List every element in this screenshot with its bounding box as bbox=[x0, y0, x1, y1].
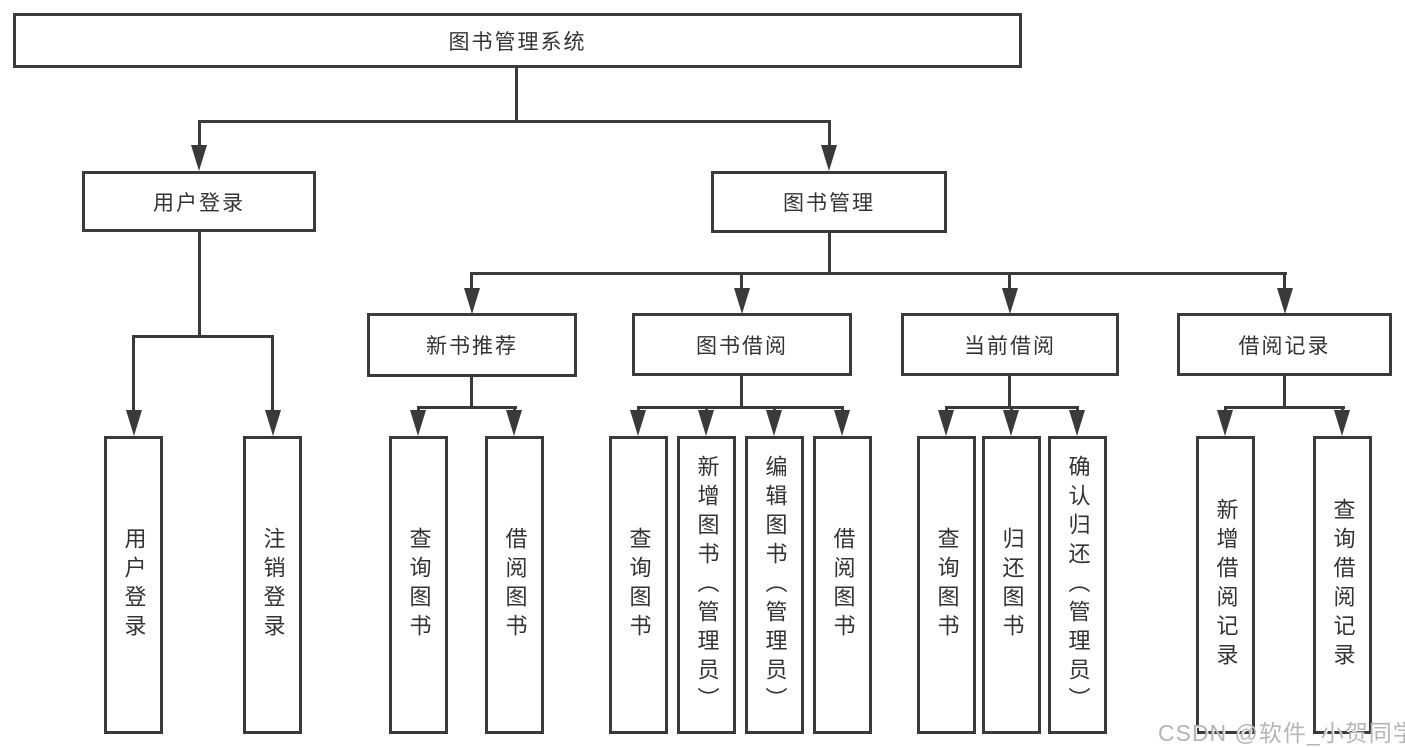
connector-vline bbox=[1008, 376, 1011, 406]
connector-vline bbox=[740, 375, 743, 406]
connector-hline bbox=[1224, 406, 1345, 409]
leaf-label: 查询图书 bbox=[934, 527, 960, 643]
leaf-query-books-borrowing: 查询图书 bbox=[609, 436, 668, 734]
connector-hline bbox=[198, 120, 831, 123]
connector-vline bbox=[470, 377, 473, 406]
node-book-management-system: 图书管理系统 bbox=[13, 13, 1022, 68]
node-book-management: 图书管理 bbox=[711, 171, 947, 233]
node-user-login: 用户登录 bbox=[82, 171, 316, 232]
leaf-label: 编辑图书（管理员） bbox=[762, 454, 788, 716]
connector-vline bbox=[740, 272, 743, 292]
connector-vline bbox=[132, 335, 135, 413]
arrow-down-icon bbox=[265, 410, 281, 436]
arrow-down-icon bbox=[938, 410, 954, 436]
leaf-query-borrow-record: 查询借阅记录 bbox=[1313, 436, 1372, 734]
leaf-label: 确认归还（管理员） bbox=[1065, 454, 1091, 716]
connector-vline bbox=[828, 120, 831, 147]
leaf-query-books-current: 查询图书 bbox=[917, 436, 976, 734]
arrow-down-icon bbox=[1002, 288, 1018, 314]
leaf-label: 注销登录 bbox=[260, 527, 286, 643]
connector-vline bbox=[470, 272, 473, 292]
arrow-down-icon bbox=[698, 410, 714, 436]
leaf-add-borrow-record: 新增借阅记录 bbox=[1196, 436, 1255, 734]
connector-vline bbox=[198, 120, 201, 147]
leaf-label: 借阅图书 bbox=[830, 527, 856, 643]
leaf-label: 查询图书 bbox=[626, 527, 652, 643]
connector-hline bbox=[417, 406, 517, 409]
connector-hline bbox=[470, 272, 1287, 275]
arrow-down-icon bbox=[126, 410, 142, 436]
leaf-user-login: 用户登录 bbox=[104, 436, 163, 734]
arrow-down-icon bbox=[734, 288, 750, 314]
arrow-down-icon bbox=[1277, 288, 1293, 314]
leaf-label: 新增借阅记录 bbox=[1213, 498, 1239, 672]
leaf-add-books-admin: 新增图书（管理员） bbox=[677, 436, 736, 734]
leaf-borrow-books-recommend: 借阅图书 bbox=[485, 436, 544, 734]
arrow-down-icon bbox=[821, 145, 837, 171]
arrow-down-icon bbox=[766, 410, 782, 436]
leaf-borrow-books: 借阅图书 bbox=[813, 436, 872, 734]
connector-hline bbox=[637, 406, 844, 409]
connector-vline bbox=[1283, 272, 1286, 292]
arrow-down-icon bbox=[506, 410, 522, 436]
connector-vline bbox=[271, 335, 274, 413]
leaf-label: 查询图书 bbox=[406, 527, 432, 643]
leaf-query-books-recommend: 查询图书 bbox=[389, 436, 448, 734]
connector-vline bbox=[198, 232, 201, 335]
connector-vline bbox=[1283, 376, 1286, 406]
connector-hline bbox=[132, 335, 273, 338]
leaf-label: 新增图书（管理员） bbox=[694, 454, 720, 716]
leaf-return-books: 归还图书 bbox=[982, 436, 1041, 734]
arrow-down-icon bbox=[834, 410, 850, 436]
arrow-down-icon bbox=[630, 410, 646, 436]
leaf-logout: 注销登录 bbox=[243, 436, 302, 734]
leaf-edit-books-admin: 编辑图书（管理员） bbox=[745, 436, 804, 734]
arrow-down-icon bbox=[1334, 410, 1350, 436]
leaf-label: 用户登录 bbox=[121, 527, 147, 643]
leaf-label: 查询借阅记录 bbox=[1330, 498, 1356, 672]
connector-vline bbox=[515, 68, 518, 120]
arrow-down-icon bbox=[1217, 410, 1233, 436]
arrow-down-icon bbox=[464, 288, 480, 314]
leaf-label: 借阅图书 bbox=[502, 527, 528, 643]
arrow-down-icon bbox=[410, 410, 426, 436]
arrow-down-icon bbox=[1069, 410, 1085, 436]
leaf-confirm-return-admin: 确认归还（管理员） bbox=[1048, 436, 1107, 734]
arrow-down-icon bbox=[191, 145, 207, 171]
node-current-borrowing: 当前借阅 bbox=[901, 313, 1119, 376]
connector-vline bbox=[828, 233, 831, 274]
node-borrowing-records: 借阅记录 bbox=[1177, 313, 1392, 376]
leaf-label: 归还图书 bbox=[999, 527, 1025, 643]
node-book-borrowing: 图书借阅 bbox=[632, 313, 852, 376]
arrow-down-icon bbox=[1003, 410, 1019, 436]
csdn-watermark: CSDN @软件_小贺同学 bbox=[1158, 720, 1405, 746]
node-new-book-recommendation: 新书推荐 bbox=[367, 313, 577, 377]
connector-vline bbox=[1008, 272, 1011, 292]
